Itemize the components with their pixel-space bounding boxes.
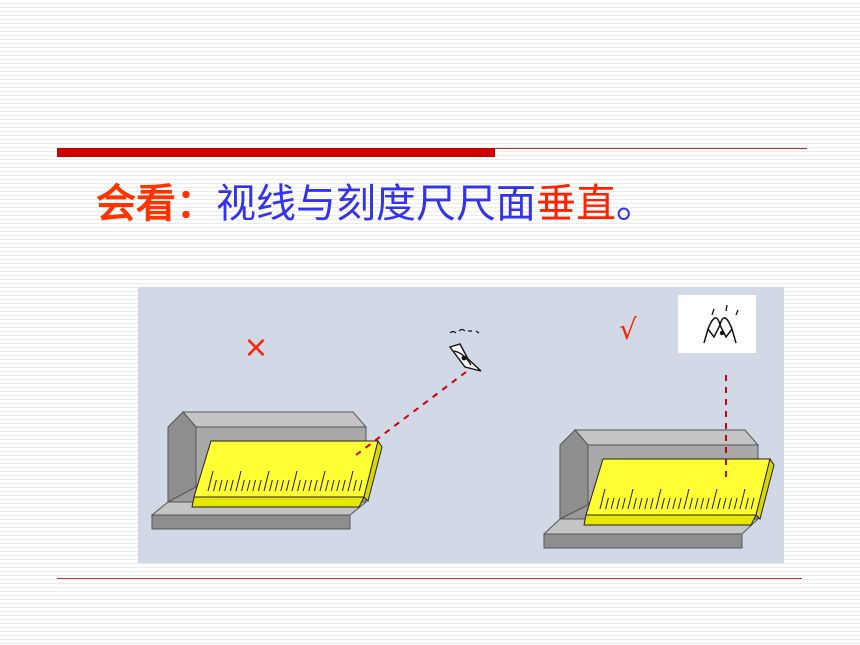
- ruler-tick: [638, 497, 643, 510]
- ruler-tick: [257, 479, 262, 492]
- footer-rule: [57, 578, 802, 579]
- ruler-tick: [627, 488, 634, 510]
- ruler-tick: [694, 497, 699, 510]
- ruler-tick: [285, 479, 290, 492]
- ruler-tick: [235, 470, 242, 492]
- ruler-tick: [308, 479, 313, 492]
- ruler-tick: [336, 479, 341, 492]
- ruler-tick: [263, 470, 270, 492]
- ruler-tick: [241, 479, 245, 492]
- ruler-tick: [330, 479, 335, 492]
- ruler-tick: [722, 497, 727, 510]
- ruler-tick: [291, 470, 298, 492]
- ruler-tick: [633, 497, 637, 510]
- ruler-tick: [325, 479, 329, 492]
- ruler-tick: [218, 479, 223, 492]
- ruler-tick: [610, 497, 615, 510]
- ruler-tick: [733, 497, 738, 510]
- ruler-tick: [616, 497, 621, 510]
- ruler-tick: [605, 497, 609, 510]
- ruler-tick: [599, 488, 606, 510]
- ruler-tick: [269, 479, 273, 492]
- title-rule-thin: [495, 148, 807, 149]
- ruler-tick: [700, 497, 705, 510]
- ruler-tick: [319, 470, 326, 492]
- ruler-tick: [280, 479, 285, 492]
- right-mark: √: [619, 313, 637, 346]
- ruler-tick: [705, 497, 710, 510]
- ruler-tick: [666, 497, 671, 510]
- heading-period: 。: [616, 181, 656, 227]
- wrong-setup: ×: [150, 328, 482, 530]
- ruler-tick: [229, 479, 234, 492]
- ruler-tick: [689, 497, 693, 510]
- ruler-tick: [672, 497, 677, 510]
- ruler-tick: [677, 497, 682, 510]
- heading-lead: 会看：: [96, 181, 216, 227]
- ruler-tick: [353, 479, 357, 492]
- ruler-tick: [213, 479, 217, 492]
- ruler-tick: [207, 470, 214, 492]
- correct-ruler-ticks: [599, 488, 755, 510]
- slide-heading: 会看：视线与刻度尺尺面垂直。: [96, 174, 656, 234]
- ruler-reading-figure: × √: [138, 287, 784, 563]
- wrong-ruler-ticks: [207, 470, 363, 492]
- ruler-tick: [745, 497, 749, 510]
- ruler-tick: [621, 497, 626, 510]
- heading-highlight: 垂直: [536, 181, 616, 227]
- correct-setup: √: [542, 295, 775, 549]
- ruler-tick: [358, 479, 363, 492]
- correct-ruler: [583, 457, 775, 526]
- wrong-mark: ×: [243, 330, 268, 365]
- oblique-eye-icon: [448, 328, 482, 372]
- ruler-tick: [655, 488, 662, 510]
- ruler-tick: [224, 479, 229, 492]
- ruler-tick: [711, 488, 718, 510]
- ruler-tick: [246, 479, 251, 492]
- ruler-tick: [661, 497, 665, 510]
- ruler-tick: [739, 488, 746, 510]
- title-rule-thick: [57, 148, 495, 157]
- ruler-tick: [728, 497, 733, 510]
- vertical-eye-icon: [678, 295, 756, 353]
- ruler-tick: [347, 470, 354, 492]
- ruler-tick: [252, 479, 257, 492]
- ruler-tick: [297, 479, 301, 492]
- ruler-tick: [274, 479, 279, 492]
- ruler-tick: [750, 497, 755, 510]
- ruler-tick: [649, 497, 654, 510]
- ruler-tick: [302, 479, 307, 492]
- ruler-tick: [644, 497, 649, 510]
- ruler-tick: [683, 488, 690, 510]
- ruler-illustration: × √: [138, 287, 784, 563]
- ruler-tick: [341, 479, 346, 492]
- wrong-ruler: [191, 439, 383, 508]
- ruler-tick: [313, 479, 318, 492]
- heading-text: 视线与刻度尺尺面: [216, 181, 536, 227]
- ruler-tick: [717, 497, 721, 510]
